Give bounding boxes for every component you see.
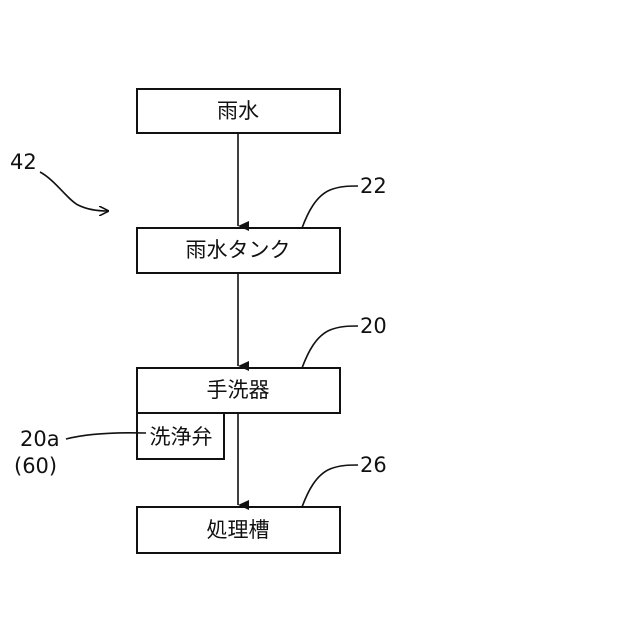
leader-treatment [302, 465, 358, 507]
node-valve-label: 洗浄弁 [150, 425, 213, 449]
node-valve: 洗浄弁 [137, 413, 224, 459]
node-treatment: 処理槽 [137, 507, 340, 553]
node-tank: 雨水タンク [137, 228, 340, 273]
ref-valve-main-label: 20a [20, 427, 60, 451]
node-washbasin-label: 手洗器 [207, 378, 270, 402]
ref-treatment-label: 26 [360, 453, 387, 477]
ref-valve-alt-label: (60) [14, 454, 57, 478]
ref-system-label: 42 [10, 150, 37, 174]
ref-washbasin-label: 20 [360, 314, 387, 338]
leader-washbasin [302, 326, 358, 368]
leader-valve [66, 433, 146, 439]
leader-system [40, 172, 108, 211]
ref-tank-label: 22 [360, 174, 387, 198]
node-tank-label: 雨水タンク [186, 238, 291, 262]
node-treatment-label: 処理槽 [207, 518, 270, 542]
node-rainwater-label: 雨水 [217, 99, 259, 123]
node-rainwater: 雨水 [137, 89, 340, 133]
node-washbasin: 手洗器 [137, 368, 340, 413]
leader-tank [302, 186, 358, 228]
